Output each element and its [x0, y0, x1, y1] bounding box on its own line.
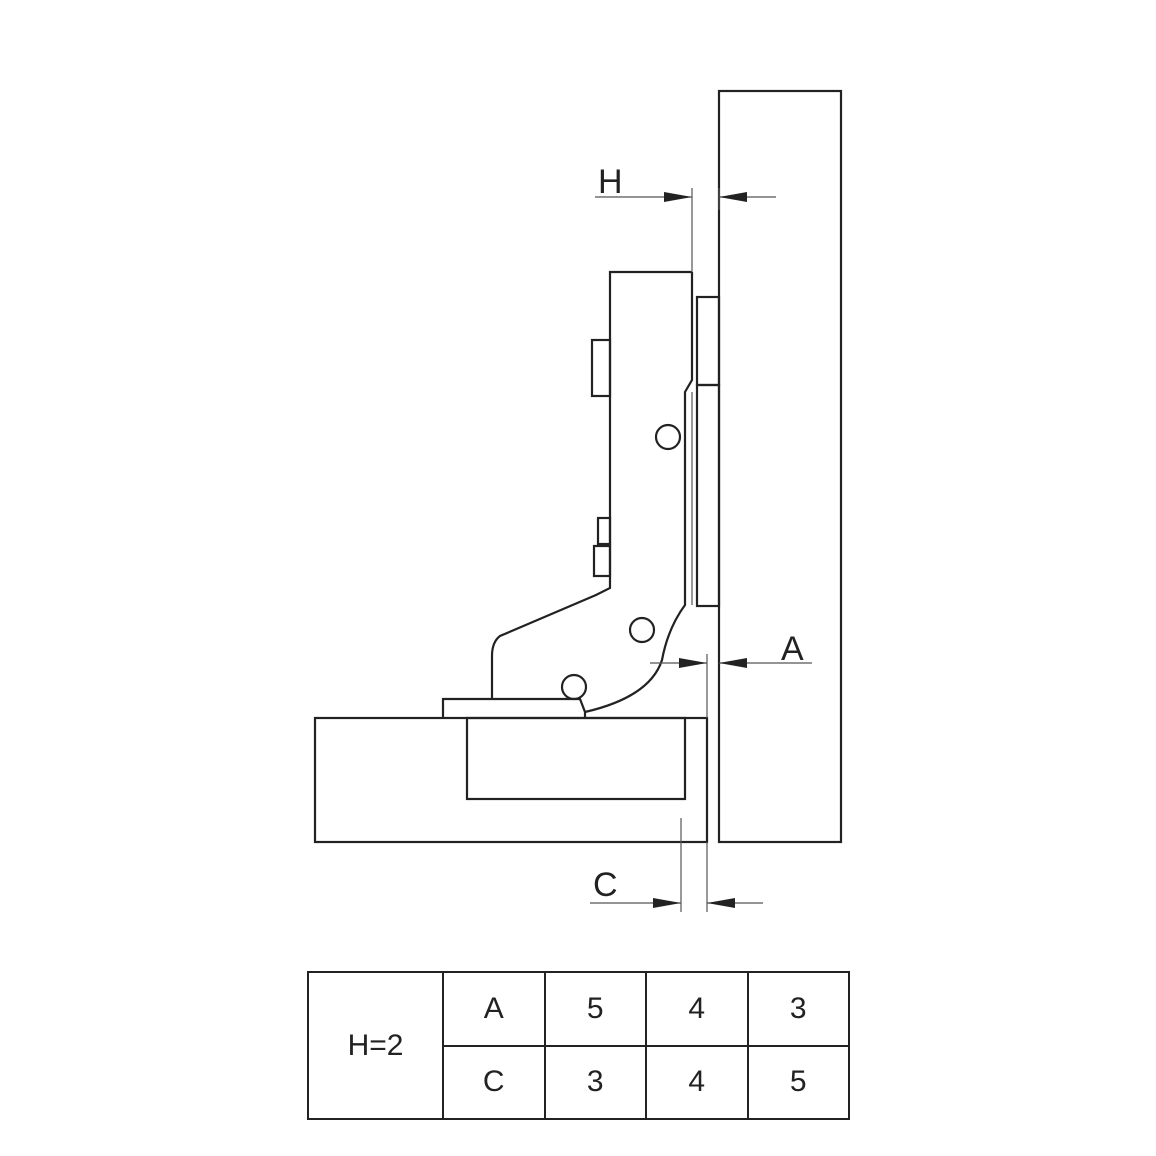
- door-panel: [313, 716, 709, 844]
- row-label-cell: C: [442, 1044, 546, 1120]
- row-label-cell: A: [442, 971, 546, 1047]
- value-cell: 4: [645, 1044, 749, 1120]
- value-cell: 3: [746, 971, 850, 1047]
- table-row: C 3 4 5: [308, 1044, 850, 1120]
- a-dimension: [650, 654, 812, 718]
- pivot-pin: [560, 673, 588, 701]
- mounting-plate: [695, 295, 721, 608]
- pivot-pin: [654, 423, 682, 451]
- cabinet-side-panel: [717, 89, 843, 844]
- h-dimension: [595, 188, 776, 272]
- c-dimension-label: C: [593, 866, 618, 904]
- pivot-pin: [628, 616, 656, 644]
- a-dimension-label: A: [781, 630, 804, 668]
- condition-cell: H=2: [307, 971, 444, 1120]
- hinge-cup: [465, 716, 687, 801]
- value-cell: 5: [543, 971, 647, 1047]
- value-cell: 3: [543, 1044, 647, 1120]
- spec-table: H=2 A 5 4 3 C 3 4 5: [307, 971, 850, 1120]
- table-row: H=2 A 5 4 3: [307, 971, 850, 1120]
- hinge-arm: [490, 270, 694, 714]
- h-dimension-label: H: [598, 163, 623, 201]
- adjustment-screw: [590, 338, 612, 398]
- c-dimension: [590, 818, 763, 912]
- cup-flange: [441, 697, 587, 718]
- value-cell: 5: [746, 1044, 850, 1120]
- adjustment-screw: [592, 544, 612, 578]
- adjustment-screw: [596, 516, 612, 546]
- value-cell: 4: [645, 971, 749, 1047]
